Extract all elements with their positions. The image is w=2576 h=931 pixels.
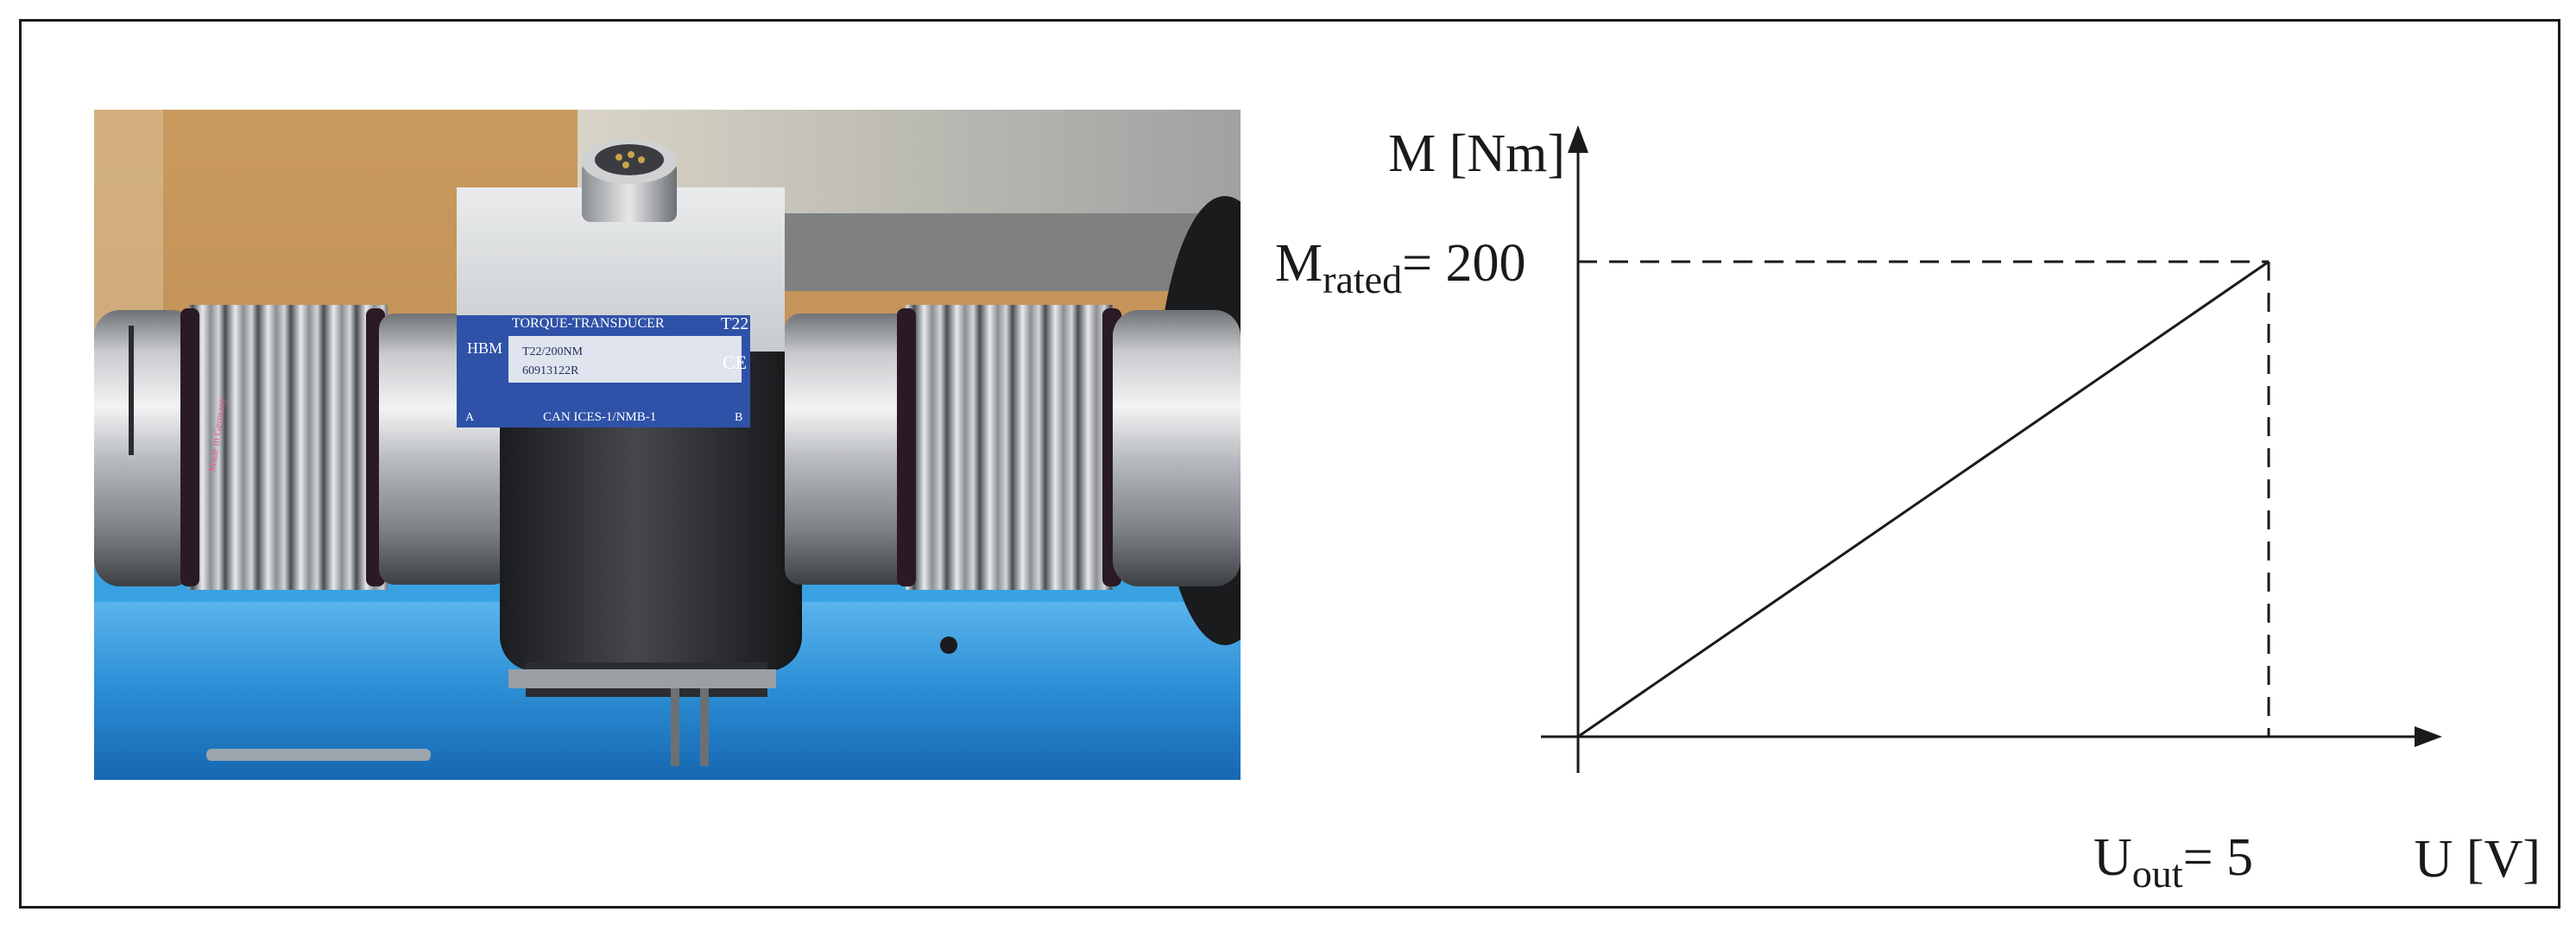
nameplate-type: T22/200NM: [522, 345, 584, 358]
y-axis-arrowhead: [1568, 125, 1588, 153]
x-axis-label: U [V]: [2415, 830, 2541, 889]
ce-mark: CE: [723, 352, 747, 373]
output-voltage-subscript: out: [2132, 852, 2183, 896]
torque-voltage-diagram: M [Nm] U [V] Mrated= 200 Uout= 5: [1275, 124, 2541, 896]
x-axis-arrowhead: [2415, 726, 2442, 747]
nameplate-footer: CAN ICES-1/NMB-1: [543, 410, 656, 424]
rated-torque-symbol: M: [1275, 234, 1323, 293]
rated-torque-subscript: rated: [1323, 257, 1402, 301]
torque-transducer-photo: TORQUE-TRANSDUCER HBM T22 T22/200NM 6091…: [94, 110, 1241, 780]
y-axis-label: M [Nm]: [1388, 124, 1565, 183]
output-voltage-label: Uout= 5: [2093, 828, 2253, 896]
rated-torque-label: Mrated= 200: [1275, 234, 1526, 301]
nameplate-serial: 60913122R: [522, 364, 579, 377]
nameplate-header: TORQUE-TRANSDUCER: [512, 316, 665, 331]
figure-frame: TORQUE-TRANSDUCER HBM T22 T22/200NM 6091…: [19, 19, 2560, 909]
nameplate-corner-b: B: [735, 411, 742, 424]
nameplate-corner-a: A: [465, 411, 475, 424]
characteristic-line: [1577, 260, 2270, 738]
output-voltage-symbol: U: [2093, 828, 2132, 887]
rated-torque-value: = 200: [1402, 234, 1525, 293]
output-voltage-value: = 5: [2183, 828, 2253, 887]
nameplate-logo: HBM: [467, 339, 502, 357]
nameplate-model-mark: T22: [721, 314, 748, 333]
